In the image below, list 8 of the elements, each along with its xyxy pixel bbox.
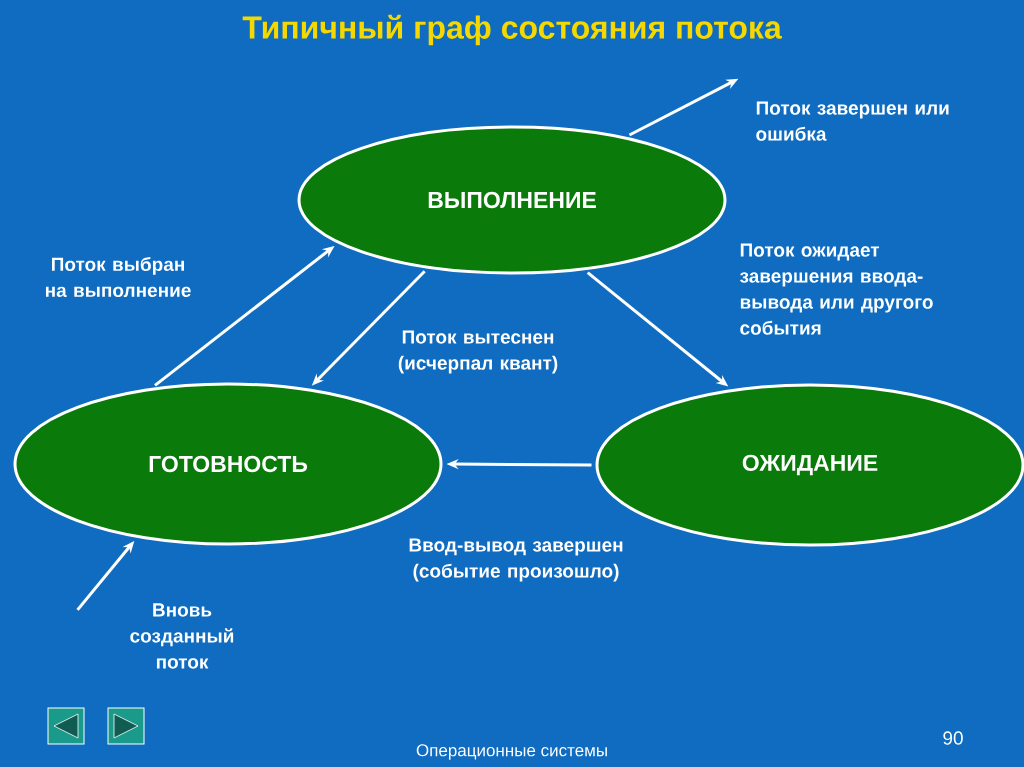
edge-label: Вновь созданный поток — [130, 603, 234, 669]
title: Типичный граф состояния потока — [242, 14, 782, 46]
page-number: 90 — [943, 731, 963, 745]
edge-label: Поток вытеснен (исчерпал квант) — [398, 330, 558, 374]
edge-label: Поток выбран на выполнение — [46, 256, 191, 298]
edge-label: Поток ожидает завершения ввода-вывода или другого события — [740, 243, 933, 335]
footer-text: Операционные системы — [416, 744, 607, 760]
edge-label: Поток завершен или ошибка — [756, 101, 949, 141]
